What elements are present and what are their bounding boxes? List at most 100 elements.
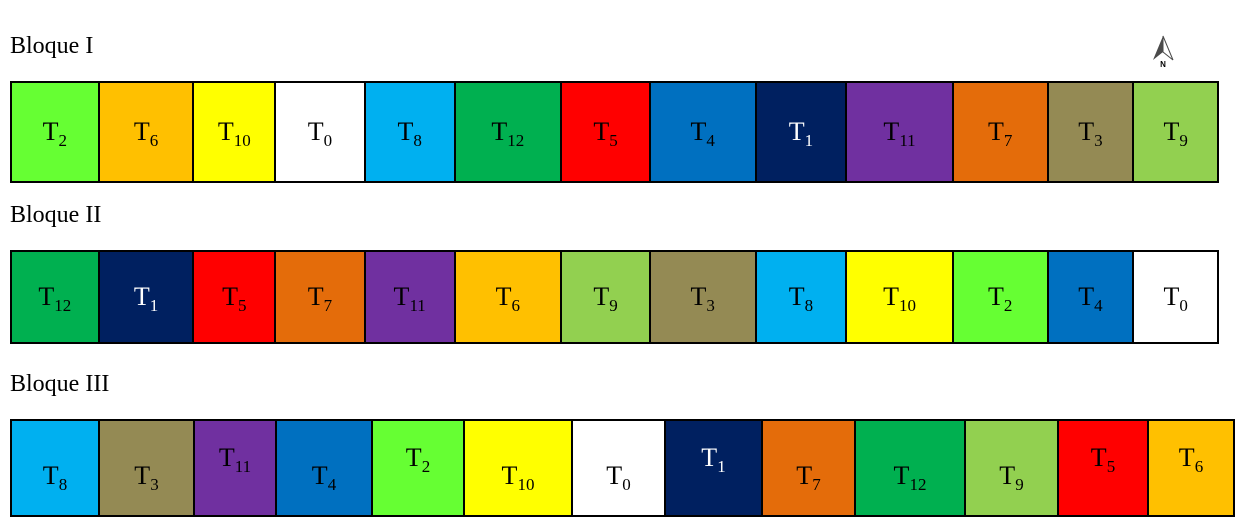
plot-cell: T4	[1048, 252, 1135, 342]
plot-cell: T2	[373, 421, 465, 515]
treatment-label: T1	[701, 443, 726, 476]
treatment-number: 12	[54, 296, 72, 315]
treatment-number: 8	[804, 296, 814, 315]
block-3-label: Bloque III	[10, 371, 110, 397]
treatment-label: T2	[406, 443, 430, 476]
treatment-label: T11	[393, 282, 426, 315]
plot-cell: T1	[756, 83, 848, 181]
treatment-label: T3	[134, 461, 158, 494]
treatment-letter: T	[501, 461, 518, 490]
plot-cell: T10	[847, 252, 954, 342]
treatment-number: 4	[706, 131, 715, 150]
treatment-label: T2	[42, 117, 67, 150]
plot-cell: T2	[12, 83, 100, 181]
treatment-letter: T	[1163, 282, 1180, 311]
treatment-label: T8	[397, 117, 422, 150]
treatment-label: T0	[307, 117, 333, 150]
plot-cell: T12	[856, 421, 966, 515]
treatment-letter: T	[307, 282, 324, 311]
treatment-letter: T	[893, 461, 910, 490]
treatment-number: 8	[413, 131, 422, 150]
treatment-label: T6	[1179, 443, 1204, 476]
plot-cell: T5	[562, 83, 651, 181]
plot-cell: T8	[365, 83, 456, 181]
treatment-letter: T	[217, 117, 234, 146]
treatment-label: T12	[38, 282, 72, 315]
treatment-number: 0	[622, 475, 631, 494]
treatment-label: T9	[1163, 117, 1188, 150]
treatment-number: 6	[1194, 457, 1204, 476]
treatment-label: T0	[1163, 282, 1188, 315]
treatment-letter: T	[311, 461, 328, 490]
treatment-label: T8	[43, 461, 68, 494]
treatment-label: T5	[1091, 443, 1115, 476]
plot-cell: T5	[194, 252, 277, 342]
plot-cell: T0	[1134, 252, 1217, 342]
treatment-label: T11	[219, 443, 251, 476]
treatment-letter: T	[701, 443, 718, 472]
plot-cell: T3	[650, 252, 757, 342]
block-1-label: Bloque I	[10, 33, 94, 59]
treatment-number: 9	[1179, 131, 1188, 150]
treatment-label: T3	[690, 282, 715, 315]
treatment-number: 1	[717, 457, 726, 476]
treatment-letter: T	[393, 282, 410, 311]
treatment-label: T9	[999, 461, 1024, 494]
treatment-letter: T	[491, 117, 508, 146]
plot-cell: T3	[100, 421, 195, 515]
plot-cell: T11	[365, 252, 456, 342]
treatment-letter: T	[1078, 282, 1095, 311]
treatment-letter: T	[883, 282, 899, 311]
treatment-label: T0	[606, 461, 631, 494]
treatment-letter: T	[883, 117, 900, 146]
treatment-label: T1	[789, 117, 813, 150]
plot-cell: T0	[276, 83, 366, 181]
treatment-letter: T	[397, 117, 414, 146]
north-letter: N	[1160, 60, 1166, 68]
treatment-letter: T	[593, 282, 610, 311]
treatment-letter: T	[999, 461, 1016, 490]
treatment-label: T4	[311, 461, 337, 494]
treatment-letter: T	[1163, 117, 1180, 146]
plot-cell: T7	[763, 421, 856, 515]
treatment-number: 8	[58, 475, 68, 494]
plot-cell: T1	[99, 252, 195, 342]
plot-cell: T4	[277, 421, 373, 515]
plot-cell: T3	[1048, 83, 1135, 181]
treatment-label: T10	[883, 282, 916, 315]
plot-cell: T12	[455, 83, 563, 181]
plot-cell: T2	[953, 252, 1049, 342]
treatment-number: 4	[1094, 296, 1103, 315]
treatment-number: 11	[899, 131, 916, 150]
treatment-number: 0	[323, 131, 333, 150]
treatment-letter: T	[307, 117, 324, 146]
treatment-letter: T	[988, 117, 1004, 146]
treatment-letter: T	[495, 282, 512, 311]
treatment-label: T1	[133, 282, 158, 315]
treatment-number: 3	[1094, 131, 1103, 150]
treatment-letter: T	[42, 117, 59, 146]
treatment-letter: T	[222, 282, 238, 311]
treatment-number: 3	[706, 296, 715, 315]
treatment-number: 9	[609, 296, 618, 315]
plot-cell: T6	[99, 83, 195, 181]
treatment-number: 10	[899, 296, 916, 315]
treatment-number: 7	[323, 296, 333, 315]
treatment-letter: T	[690, 282, 707, 311]
treatment-letter: T	[796, 461, 813, 490]
treatment-label: T12	[893, 461, 927, 494]
treatment-label: T7	[307, 282, 333, 315]
treatment-label: T5	[222, 282, 246, 315]
treatment-number: 6	[511, 296, 521, 315]
treatment-letter: T	[133, 282, 150, 311]
treatment-letter: T	[788, 282, 805, 311]
plot-cell: T7	[276, 252, 366, 342]
treatment-label: T6	[495, 282, 521, 315]
treatment-number: 4	[327, 475, 337, 494]
treatment-number: 12	[507, 131, 525, 150]
treatment-number: 0	[1179, 296, 1188, 315]
treatment-number: 9	[1015, 475, 1024, 494]
